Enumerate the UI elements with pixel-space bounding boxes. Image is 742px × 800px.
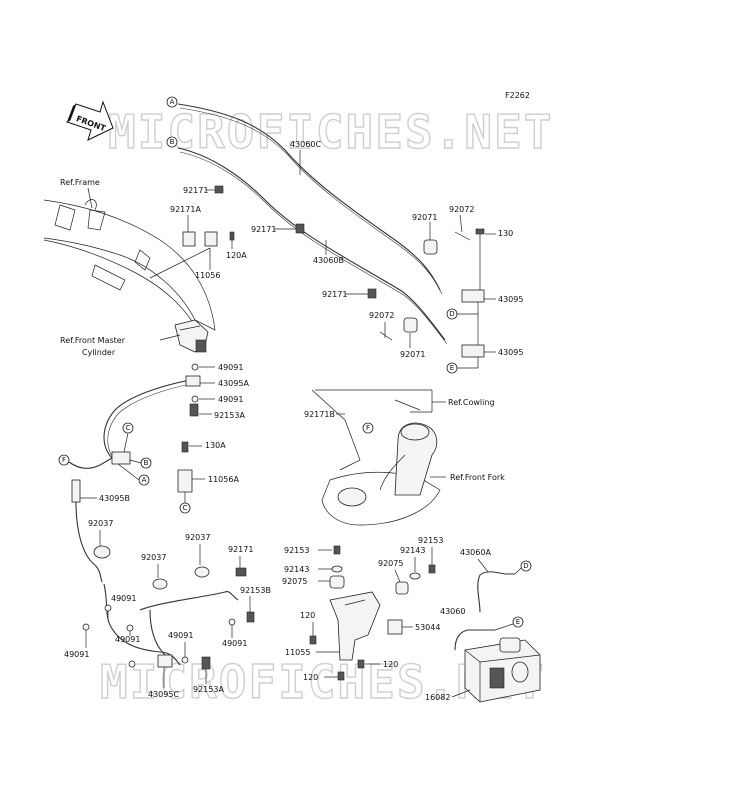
part-49091-d: 49091 bbox=[64, 650, 89, 659]
connector-b-left-label: B bbox=[144, 459, 149, 467]
part-43060a: 43060A bbox=[460, 548, 491, 557]
part-120-b: 120 bbox=[383, 660, 398, 669]
part-92075-a: 92075 bbox=[282, 577, 307, 586]
part-92075-b: 92075 bbox=[378, 559, 403, 568]
front-master-cylinder-sketch bbox=[174, 319, 209, 353]
connector-c-mid-label: C bbox=[183, 504, 188, 512]
part-92171b: 92171B bbox=[304, 410, 335, 419]
connector-e-lower bbox=[512, 616, 524, 628]
bracket-icon bbox=[182, 231, 196, 247]
part-92153b: 92153B bbox=[240, 586, 271, 595]
ref-frame-label: Ref.Frame bbox=[60, 178, 100, 187]
part-92171-c: 92171 bbox=[322, 290, 347, 299]
part-43095c: 43095C bbox=[148, 690, 179, 699]
brake-pipe-43060a bbox=[477, 571, 515, 613]
part-43060: 43060 bbox=[440, 607, 465, 616]
part-92037-a: 92037 bbox=[88, 519, 113, 528]
part-92153a-a: 92153A bbox=[214, 411, 245, 420]
part-43095b: 43095B bbox=[99, 494, 130, 503]
ref-cowling-label: Ref.Cowling bbox=[448, 398, 495, 407]
part-11056a: 11056A bbox=[208, 475, 239, 484]
connector-d-lower bbox=[520, 560, 532, 572]
part-92171-a: 92171 bbox=[183, 186, 208, 195]
part-49091-e: 49091 bbox=[115, 635, 140, 644]
part-92153-a: 92153 bbox=[284, 546, 309, 555]
watermark-top: MICROFICHES.NET bbox=[108, 105, 553, 159]
connector-f-left bbox=[58, 454, 70, 466]
part-92071-a: 92071 bbox=[412, 213, 437, 222]
part-92072-a: 92072 bbox=[449, 205, 474, 214]
brake-pipe-43060b bbox=[177, 147, 446, 341]
ref-front-master-line2: Cylinder bbox=[82, 348, 116, 357]
connector-c-left-label: C bbox=[126, 424, 131, 432]
part-43095-b: 43095 bbox=[498, 348, 523, 357]
part-130: 130 bbox=[498, 229, 513, 238]
connector-e-lower-label: E bbox=[516, 618, 520, 626]
part-49091-f: 49091 bbox=[168, 631, 193, 640]
part-49091-c: 49091 bbox=[111, 594, 136, 603]
connector-f-cowling bbox=[362, 422, 374, 434]
part-11055: 11055 bbox=[285, 648, 310, 657]
connector-e-upper-label: E bbox=[450, 364, 454, 372]
part-130a: 130A bbox=[205, 441, 226, 450]
part-92171a: 92171A bbox=[170, 205, 201, 214]
part-92037-b: 92037 bbox=[141, 553, 166, 562]
part-92071-b: 92071 bbox=[400, 350, 425, 359]
brake-hose-lower-left bbox=[75, 501, 103, 583]
brake-hose-right-branch bbox=[139, 591, 239, 611]
part-92143-a: 92143 bbox=[284, 565, 309, 574]
connector-a-top bbox=[166, 96, 178, 108]
ref-front-master-line1: Ref.Front Master bbox=[60, 336, 126, 345]
clip-icon bbox=[214, 185, 224, 194]
part-120-c: 120 bbox=[303, 673, 318, 682]
brake-hose-upper-left bbox=[103, 379, 191, 459]
part-92143-b: 92143 bbox=[400, 546, 425, 555]
connector-f-left-label: F bbox=[62, 456, 66, 464]
part-53044: 53044 bbox=[415, 623, 440, 632]
front-fork-sketch bbox=[311, 389, 441, 526]
connector-b-top bbox=[166, 136, 178, 148]
part-92072-b: 92072 bbox=[369, 311, 394, 320]
part-43060c: 43060C bbox=[290, 140, 321, 149]
joint-43095-a bbox=[461, 289, 485, 303]
part-92037-c: 92037 bbox=[185, 533, 210, 542]
part-49091-b: 49091 bbox=[218, 395, 243, 404]
connector-b-top-label: B bbox=[170, 138, 175, 146]
figure-code: F2262 bbox=[505, 91, 530, 100]
abs-unit bbox=[464, 637, 541, 703]
part-49091-g: 49091 bbox=[222, 639, 247, 648]
grommet-icon bbox=[423, 239, 438, 255]
part-92171-b: 92171 bbox=[251, 225, 276, 234]
joint-43095-b bbox=[461, 344, 485, 358]
part-120a: 120A bbox=[226, 251, 247, 260]
part-11056: 11056 bbox=[195, 271, 220, 280]
frame-sketch bbox=[43, 199, 216, 336]
ref-front-fork-label: Ref.Front Fork bbox=[450, 473, 505, 482]
brake-pipe-43060c bbox=[177, 103, 441, 291]
part-43095a: 43095A bbox=[218, 379, 249, 388]
connector-a-left-label: A bbox=[142, 476, 147, 484]
connector-f-cowling-label: F bbox=[366, 424, 370, 432]
connector-a-top-label: A bbox=[170, 98, 175, 106]
part-49091-a: 49091 bbox=[218, 363, 243, 372]
connector-c-mid bbox=[179, 502, 191, 514]
part-43060b: 43060B bbox=[313, 256, 344, 265]
connector-d-lower-label: D bbox=[523, 562, 528, 570]
part-92153-b: 92153 bbox=[418, 536, 443, 545]
brake-pipe-43060 bbox=[454, 629, 495, 651]
connector-d-upper-label: D bbox=[449, 310, 454, 318]
part-120-a: 120 bbox=[300, 611, 315, 620]
part-92171-d: 92171 bbox=[228, 545, 253, 554]
part-16082: 16082 bbox=[425, 693, 450, 702]
abs-bracket bbox=[329, 591, 403, 661]
part-43095-a: 43095 bbox=[498, 295, 523, 304]
part-92153a-b: 92153A bbox=[193, 685, 224, 694]
front-arrow-icon: FRONT bbox=[65, 100, 114, 141]
